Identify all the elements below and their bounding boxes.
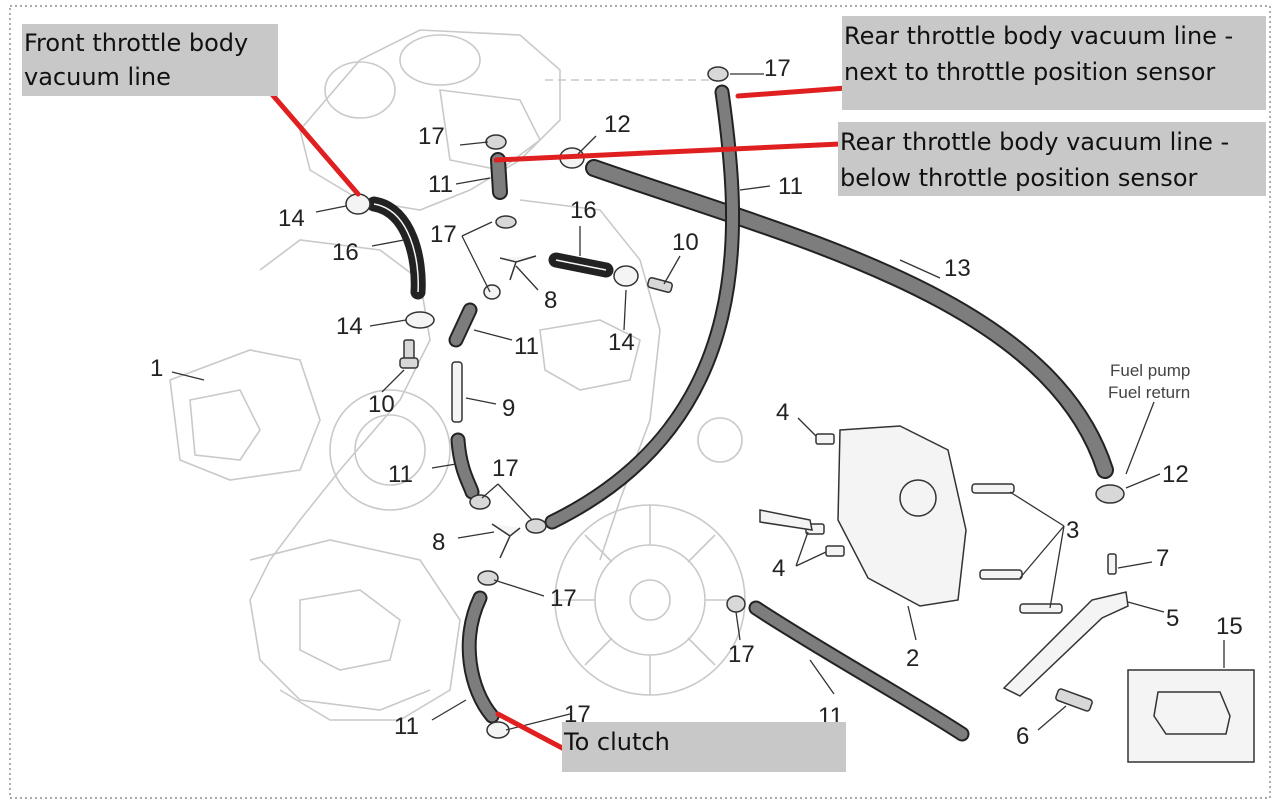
callout-rear-vacuum-next-to-tps: Rear throttle body vacuum line - next to… — [842, 16, 1266, 110]
part-number: 17 — [550, 585, 577, 612]
part-number: 4 — [776, 399, 789, 426]
clutch-highlight — [495, 711, 569, 753]
part-number: 15 — [1216, 613, 1243, 640]
part-number: 16 — [332, 239, 359, 266]
part-numbers: 1 2 3 4 4 5 6 7 8 8 9 10 10 11 11 11 11 … — [150, 55, 1243, 750]
part-number: 6 — [1016, 723, 1029, 750]
diagram-border — [9, 5, 1271, 799]
part-number: 2 — [906, 645, 919, 672]
hardware — [345, 66, 1255, 763]
part-number: 11 — [778, 173, 803, 200]
part-number: 14 — [278, 205, 305, 232]
part-number: 3 — [1066, 517, 1079, 544]
part-number: 14 — [608, 329, 635, 356]
part-number: 11 — [514, 333, 539, 360]
part-number: 13 — [944, 255, 971, 282]
part-number: 17 — [492, 455, 519, 482]
fuel-return-label: Fuel return — [1108, 383, 1190, 402]
fuel-pump-label: Fuel pump — [1110, 361, 1190, 380]
front-vacuum-highlight — [267, 89, 361, 197]
part-number: 12 — [604, 111, 631, 138]
part-number: 16 — [570, 197, 597, 224]
part-number: 4 — [772, 555, 785, 582]
part-number: 11 — [428, 171, 453, 198]
rear-next-highlight — [735, 85, 849, 99]
part-number: 11 — [388, 461, 413, 488]
callout-rear-vacuum-below-tps: Rear throttle body vacuum line - below t… — [838, 122, 1266, 196]
part-number: 11 — [394, 713, 419, 740]
callout-to-clutch: To clutch — [562, 722, 846, 772]
leader-lines — [171, 73, 1225, 731]
part-number: 17 — [418, 123, 445, 150]
callout-front-vacuum-line: Front throttle body vacuum line — [22, 24, 278, 96]
part-number: 17 — [430, 221, 457, 248]
highlight-lines — [267, 85, 849, 753]
part-number: 1 — [150, 355, 163, 382]
part-number: 5 — [1166, 605, 1179, 632]
part-number: 8 — [544, 287, 557, 314]
part-number: 14 — [336, 313, 363, 340]
part-number: 17 — [728, 641, 755, 668]
part-number: 7 — [1156, 545, 1169, 572]
part-number: 10 — [672, 229, 699, 256]
part-number: 12 — [1162, 461, 1189, 488]
rear-below-highlight — [493, 141, 843, 163]
engine-outline — [169, 29, 746, 721]
part-number: 10 — [368, 391, 395, 418]
part-number: 8 — [432, 529, 445, 556]
part-number: 17 — [764, 55, 791, 82]
part-number: 9 — [502, 395, 515, 422]
